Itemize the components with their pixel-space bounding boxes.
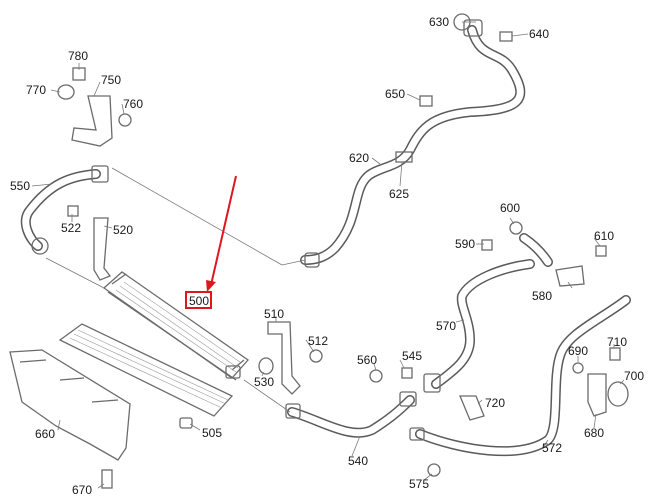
callout-545: 545 xyxy=(402,349,422,363)
bracket-750-group xyxy=(57,67,132,147)
hose-fitting-630 xyxy=(463,19,483,37)
clip-625 xyxy=(395,151,413,163)
callout-500-box xyxy=(185,291,212,309)
callout-660: 660 xyxy=(35,427,55,441)
callout-580: 580 xyxy=(532,289,552,303)
callout-540: 540 xyxy=(348,454,368,468)
callout-575: 575 xyxy=(409,477,429,491)
callout-570: 570 xyxy=(436,319,456,333)
callout-530: 530 xyxy=(254,375,274,389)
bolt-575 xyxy=(427,463,441,477)
bolt-545 xyxy=(401,367,413,379)
nut-760 xyxy=(118,113,132,127)
callout-550: 550 xyxy=(10,179,30,193)
hose-570-572 xyxy=(409,221,631,477)
callout-680: 680 xyxy=(584,426,604,440)
bolt-710 xyxy=(609,347,621,361)
bracket-510 xyxy=(267,321,301,395)
bracket-680-group xyxy=(572,347,629,417)
bolt-670 xyxy=(101,469,113,489)
callout-640: 640 xyxy=(529,27,549,41)
callout-750: 750 xyxy=(101,73,121,87)
callout-620: 620 xyxy=(349,151,369,165)
hose-540 xyxy=(285,391,417,438)
callout-690: 690 xyxy=(568,344,588,358)
bolt-640 xyxy=(499,31,513,42)
hose-550-end xyxy=(31,237,49,255)
leader-lines xyxy=(31,21,625,489)
air-duct-660 xyxy=(9,349,131,461)
callout-630: 630 xyxy=(429,15,449,29)
callout-labels: 630 640 780 770 750 760 650 620 625 550 … xyxy=(10,15,644,497)
callout-572: 572 xyxy=(542,441,562,455)
callout-600: 600 xyxy=(500,201,520,215)
callout-560: 560 xyxy=(357,353,377,367)
callout-590: 590 xyxy=(455,237,475,251)
callout-760: 760 xyxy=(123,97,143,111)
callout-520: 520 xyxy=(113,223,133,237)
callout-505: 505 xyxy=(202,426,222,440)
callout-522: 522 xyxy=(61,221,81,235)
mount-700 xyxy=(607,381,629,407)
clamp-720 xyxy=(459,395,485,421)
callout-710: 710 xyxy=(607,335,627,349)
nut-690 xyxy=(572,362,584,374)
bracket-750 xyxy=(71,95,113,147)
hose-550 xyxy=(20,165,109,255)
callout-780: 780 xyxy=(68,49,88,63)
hose-upper-assembly xyxy=(300,13,526,268)
callout-700: 700 xyxy=(624,369,644,383)
callout-720: 720 xyxy=(485,396,505,410)
oil-cooler-500 xyxy=(102,271,249,381)
hose-550-fitting xyxy=(91,165,109,183)
callout-650: 650 xyxy=(385,87,405,101)
callout-500: 500 xyxy=(189,294,209,308)
callout-670: 670 xyxy=(72,483,92,497)
seal-600 xyxy=(509,221,523,235)
callout-770: 770 xyxy=(26,83,46,97)
bolt-522 xyxy=(67,205,79,217)
grommet-530 xyxy=(258,357,274,375)
bracket-510-group xyxy=(258,321,323,395)
bolt-650 xyxy=(419,95,433,107)
callout-610: 610 xyxy=(594,229,614,243)
radiator-505-group xyxy=(9,323,234,489)
callout-625: 625 xyxy=(389,187,409,201)
bracket-520 xyxy=(93,217,112,281)
bolt-610 xyxy=(595,245,607,257)
bracket-520-group xyxy=(67,205,112,281)
radiator-505 xyxy=(58,323,234,417)
nut-512 xyxy=(309,349,323,363)
callout-510: 510 xyxy=(264,307,284,321)
clip-560 xyxy=(369,369,383,383)
highlight-arrow xyxy=(206,175,237,292)
bracket-580 xyxy=(555,265,585,287)
bolt-590 xyxy=(481,239,493,251)
callout-512: 512 xyxy=(308,334,328,348)
bracket-680 xyxy=(587,373,607,417)
clamp-770 xyxy=(57,84,75,100)
